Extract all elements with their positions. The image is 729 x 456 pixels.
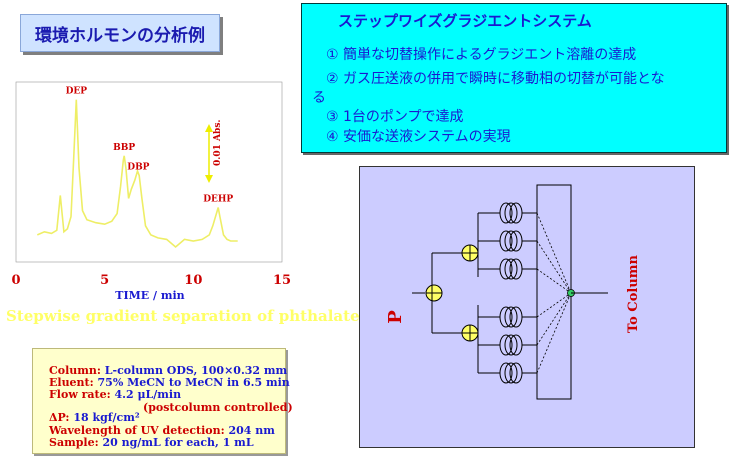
mixer-flow-line <box>536 268 572 294</box>
mixer-flow-line <box>536 292 572 346</box>
pump-label: P <box>385 310 406 324</box>
mixer-flow-line <box>536 240 572 294</box>
condition-flow: Flow rate: 4.2 μL/min <box>49 388 182 401</box>
peak-label-dep: DEP <box>66 87 88 97</box>
x-tick-0: 0 <box>11 273 20 288</box>
mixer-flow-line <box>536 212 572 294</box>
x-tick-15: 15 <box>273 273 291 288</box>
mixer-box <box>536 184 572 400</box>
scale-bar-arrow-down <box>205 175 213 183</box>
mixer-flow-line <box>536 292 572 374</box>
feature-item-2: ② ガス圧送液の併用で瞬時に移動相の切替が可能とな <box>326 71 665 87</box>
chromatogram-svg: DEP BBP DBP DEHP 0 5 10 15 0.01 Abs. TIME / mi… <box>11 81 291 302</box>
reservoir-coil <box>478 306 537 328</box>
scale-bar-arrow-up <box>205 124 213 132</box>
chromatogram-trace <box>36 99 238 249</box>
page-title: 環境ホルモンの分析例 <box>20 14 220 52</box>
features-title: ステップワイズグラジエントシステム <box>338 12 592 30</box>
reservoir-coil <box>478 362 537 384</box>
condition-column: Column: L-column ODS, 100×0.32 mm <box>49 364 288 377</box>
feature-item-2-wrap: る <box>312 90 326 106</box>
peak-label-dehp: DEHP <box>203 195 233 205</box>
reservoir-coil <box>478 334 537 356</box>
peak-label-dbp: DBP <box>127 163 149 173</box>
chart-caption: Stepwise gradient separation of phthalat… <box>6 307 369 325</box>
condition-dp: ΔP: 18 kgf/cm² <box>49 411 140 424</box>
condition-wavelength: Wavelength of UV detection: 204 nm <box>49 424 275 437</box>
condition-eluent: Eluent: 75% MeCN to MeCN in 6.5 min <box>49 376 290 389</box>
peak-label-bbp: BBP <box>113 143 135 153</box>
condition-dp-note: (postcolumn controlled) <box>143 401 293 414</box>
x-tick-10: 10 <box>184 273 202 288</box>
flow-diagram-panel: P To Column <box>359 166 695 448</box>
x-axis-label: TIME / min <box>115 289 184 302</box>
scale-bar-label: 0.01 Abs. <box>213 119 223 166</box>
reservoir-coil <box>478 258 537 280</box>
feature-item-4: ④ 安価な送液システムの実現 <box>326 129 511 145</box>
conditions-note: Column: L-column ODS, 100×0.32 mm Eluent… <box>32 348 293 454</box>
feature-item-1: ① 簡単な切替操作によるグラジエント溶離の達成 <box>326 47 637 63</box>
outlet-label: To Column <box>626 254 641 333</box>
reservoir-coil <box>478 230 537 252</box>
condition-sample: Sample: 20 ng/mL for each, 1 mL <box>49 436 254 449</box>
features-panel <box>301 3 727 153</box>
flow-diagram: P To Column <box>385 184 641 400</box>
reservoir-coil <box>478 202 537 224</box>
page-title-text: 環境ホルモンの分析例 <box>35 25 205 46</box>
x-tick-5: 5 <box>100 273 109 288</box>
mixer-flow-line <box>536 292 572 318</box>
chromatogram: DEP BBP DBP DEHP 0 5 10 15 0.01 Abs. TIME / mi… <box>0 72 300 312</box>
feature-item-3: ③ 1台のポンプで達成 <box>326 109 464 125</box>
